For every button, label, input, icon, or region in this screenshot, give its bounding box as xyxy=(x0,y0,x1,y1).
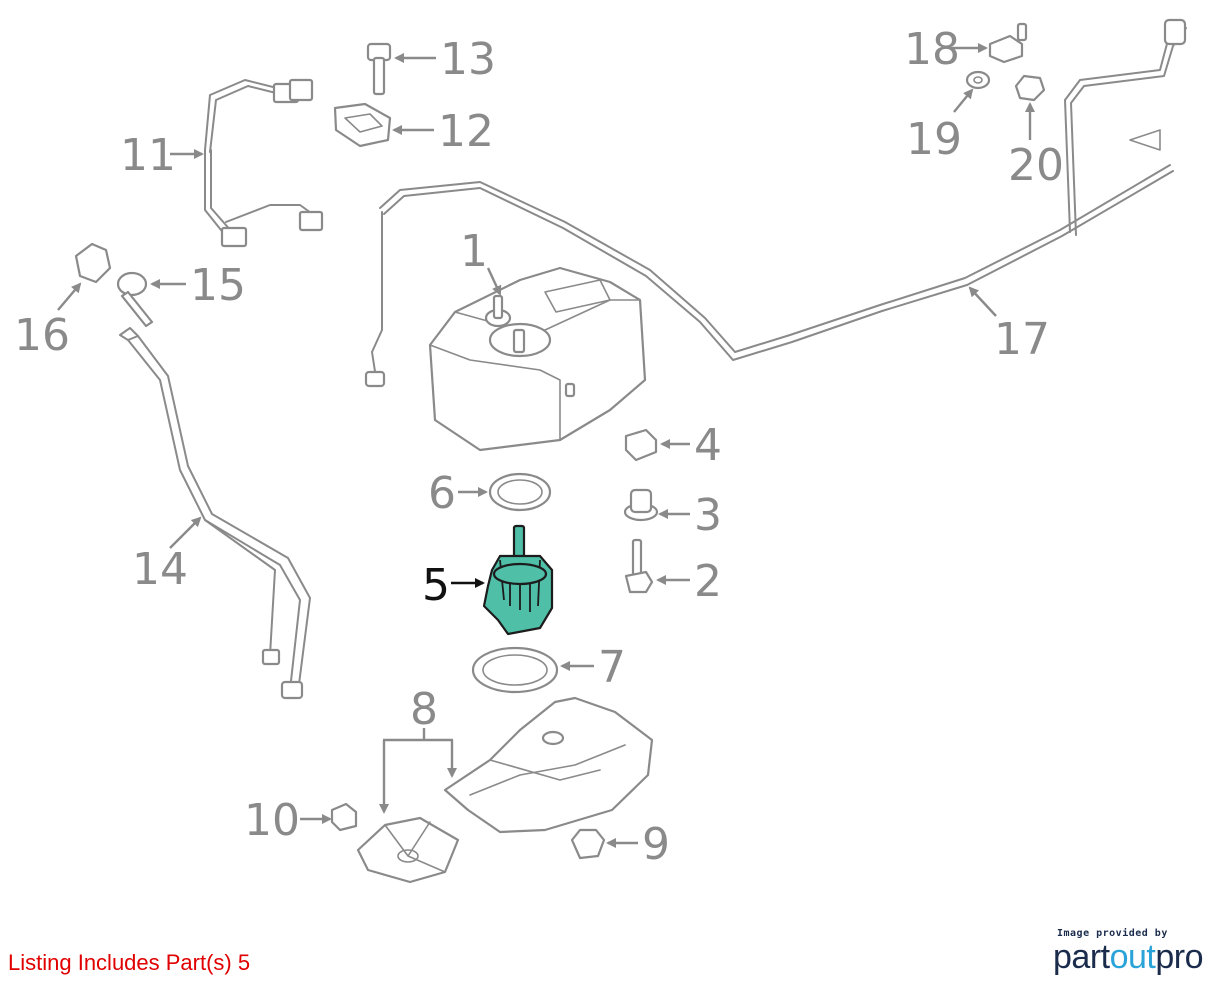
part-10-clip xyxy=(330,802,358,832)
part-2-bolt xyxy=(624,538,654,594)
part-4-spacer xyxy=(624,428,658,462)
callout-8: 8 xyxy=(410,684,438,735)
callout-16: 16 xyxy=(14,310,70,361)
callout-3: 3 xyxy=(694,490,722,541)
callout-5: 5 xyxy=(422,560,450,611)
callout-12: 12 xyxy=(438,106,494,157)
part-3-grommet xyxy=(623,488,659,522)
part-8-shield-main xyxy=(443,696,654,834)
part-16-cap xyxy=(74,242,112,284)
brand-part: part xyxy=(1053,938,1110,976)
part-1-fuel-tank xyxy=(428,266,647,452)
part-9-nut xyxy=(570,828,606,860)
part-5-fuel-pump-highlighted xyxy=(482,524,554,636)
part-14-filler-pipe xyxy=(119,327,311,700)
callout-10: 10 xyxy=(244,795,300,846)
callout-17: 17 xyxy=(994,314,1050,365)
listing-note: Listing Includes Part(s) 5 xyxy=(8,950,251,975)
part-6-seal xyxy=(488,472,552,512)
callout-9: 9 xyxy=(642,819,670,870)
part-13-bolt xyxy=(366,42,392,96)
image-credit-caption: Image provided by xyxy=(1057,928,1168,939)
callout-20: 20 xyxy=(1008,140,1064,191)
part-12-bracket xyxy=(333,102,392,148)
part-20-nut xyxy=(1014,74,1046,102)
callout-14: 14 xyxy=(132,544,188,595)
brand-out: out xyxy=(1109,938,1156,976)
callout-1: 1 xyxy=(460,226,488,277)
part-18-fitting xyxy=(988,22,1028,64)
callout-11: 11 xyxy=(120,130,176,181)
callout-13: 13 xyxy=(440,34,496,85)
partoutpro-logo: partoutpro xyxy=(1053,938,1203,977)
part-17-vapor-line xyxy=(364,18,1187,388)
callout-15: 15 xyxy=(190,260,246,311)
callout-4: 4 xyxy=(694,420,722,471)
part-15-bolt xyxy=(116,271,154,328)
part-8-shield-small xyxy=(356,816,460,884)
brand-pro: pro xyxy=(1155,938,1203,976)
callout-19: 19 xyxy=(906,114,962,165)
callout-labels: 1 2 3 4 5 6 7 8 9 10 11 12 13 14 15 16 1… xyxy=(14,24,1064,870)
callout-6: 6 xyxy=(428,468,456,519)
callout-arrows xyxy=(57,43,1035,848)
callout-7: 7 xyxy=(598,642,626,693)
part-7-lock-ring xyxy=(471,646,559,694)
callout-2: 2 xyxy=(694,556,722,607)
callout-18: 18 xyxy=(904,24,960,75)
part-11-harness xyxy=(204,78,324,248)
part-19-washer xyxy=(965,70,991,90)
